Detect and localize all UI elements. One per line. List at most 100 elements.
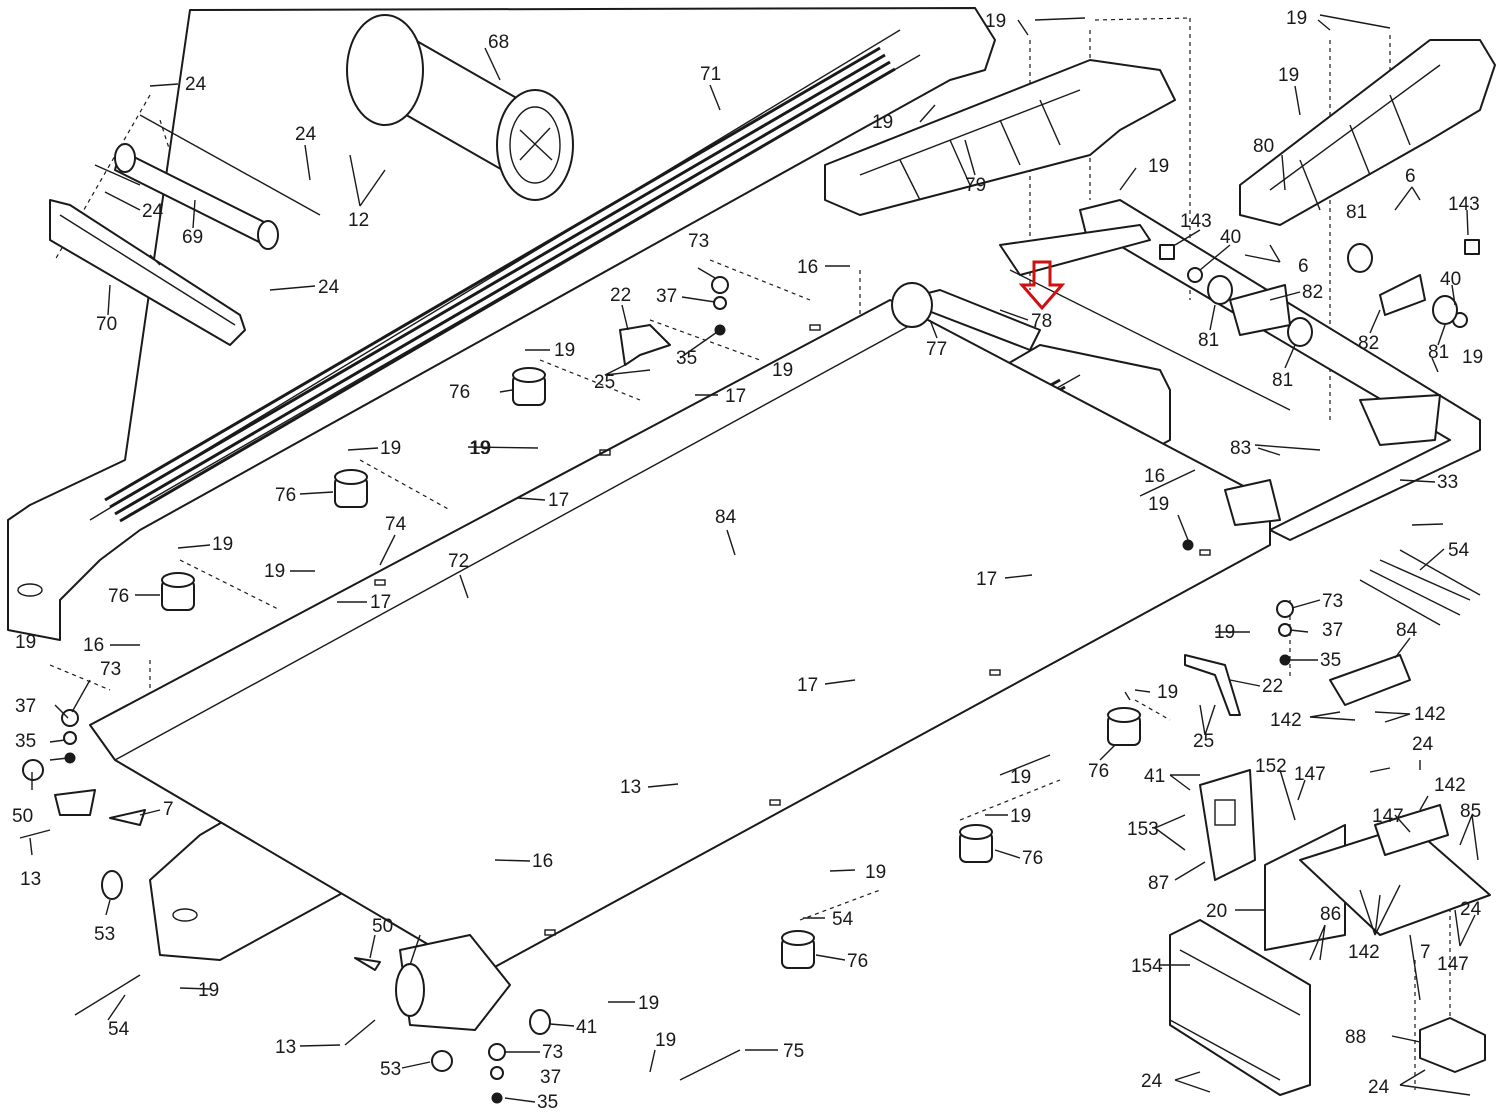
callout-142: 142 (1414, 704, 1446, 725)
callout-19: 19 (1010, 806, 1031, 827)
callout-50: 53 (380, 1059, 401, 1080)
callout-72: 84 (715, 507, 737, 528)
callout-19: 19 (470, 438, 491, 459)
callout-6: 6 (1405, 166, 1416, 187)
callout-16: 16 (797, 257, 818, 278)
callout-76: 76 (275, 485, 296, 506)
callout-16: 16 (83, 635, 104, 656)
callout-19: 54 (832, 909, 854, 930)
callout-142: 7 (1420, 942, 1431, 963)
isolator-76-b (334, 469, 368, 508)
callout-77: 77 (926, 339, 947, 360)
electronics-bracket-87 (1264, 824, 1491, 1001)
callout-76: 76 (449, 382, 470, 403)
callout-16: 16 (1144, 466, 1165, 487)
isolator-76-a (512, 367, 546, 406)
callout-71: 71 (700, 64, 721, 85)
isolator-76-d (1107, 707, 1141, 746)
callout-24: 24 (1412, 734, 1434, 755)
callout-84: 84 (1396, 620, 1418, 641)
callout-19: 19 (865, 862, 886, 883)
callout-19-d: 19 (469, 438, 490, 459)
callout-83: 33 (1437, 472, 1458, 493)
hardware (19, 239, 1480, 1104)
motor-hood-bracket-80 (1239, 39, 1496, 226)
callout-73: 73 (688, 231, 709, 252)
callout-35: 35 (15, 731, 36, 752)
callout-24-b: 24 (1368, 1077, 1390, 1098)
callout-82: 82 (1302, 282, 1323, 303)
callout-17: 17 (725, 386, 746, 407)
drive-belt-78 (891, 282, 1041, 351)
callout-24: 24 (185, 74, 207, 95)
callout-20: 86 (1320, 904, 1341, 925)
callout-13: 13 (275, 1037, 296, 1058)
callout-143: 143 (1180, 211, 1212, 232)
callout-19: 19 (1010, 767, 1031, 788)
filter-box-154 (1419, 1017, 1486, 1073)
callout-19: 19 (1157, 682, 1178, 703)
callout-54: 54 (1448, 540, 1470, 561)
callout-37: 37 (15, 696, 36, 717)
callout-19: 19 (872, 112, 893, 133)
callout-16: 16 (532, 851, 553, 872)
extra-callouts: 19 19 19 19 24 24 (198, 438, 1390, 1098)
callout-22: 22 (610, 285, 631, 306)
motor-controller-86 (1169, 919, 1311, 1096)
callout-147: 147 (1372, 806, 1404, 827)
callout-37: 37 (656, 286, 677, 307)
callout-73: 73 (1322, 591, 1343, 612)
controller-board-85 (1199, 769, 1256, 881)
callout-24-a: 24 (1141, 1071, 1163, 1092)
callout-19-a: 19 (198, 980, 219, 1001)
callout-19-b: 19 (638, 993, 659, 1014)
callout-13: 13 (20, 869, 41, 890)
isolator-76-c (161, 572, 195, 611)
callout-7: 7 (163, 799, 174, 820)
callout-7: 50 (372, 916, 393, 937)
callout-17: 17 (976, 569, 997, 590)
callout-12: 12 (348, 210, 369, 231)
callout-19: 19 (15, 632, 36, 653)
board-84 (1329, 654, 1449, 856)
callout-153: 152 (1255, 756, 1287, 777)
callout-76: 76 (847, 951, 868, 972)
callout-24: 85 (1460, 801, 1481, 822)
callout-17: 17 (548, 490, 569, 511)
callout-73: 73 (100, 659, 121, 680)
callout-75: 74 (385, 514, 407, 535)
motor-hood-bracket-79 (824, 59, 1176, 216)
callout-81: 81 (1428, 342, 1449, 363)
callout-76: 76 (1022, 848, 1043, 869)
roller-guard-70 (49, 199, 246, 346)
bracket-22-a (619, 324, 671, 366)
callout-19: 19 (772, 360, 793, 381)
callout-76: 76 (108, 586, 129, 607)
callout-142: 142 (1348, 942, 1380, 963)
callout-69: 69 (182, 227, 203, 248)
callout-19: 19 (264, 561, 285, 582)
callout-22: 22 (1262, 676, 1283, 697)
callout-41: 41 (1144, 766, 1165, 787)
callout-19: 19 (554, 340, 575, 361)
callout-33: 19 (1148, 494, 1169, 515)
callout-19: 19 (1214, 622, 1235, 643)
highlight-arrow (1018, 260, 1066, 311)
callout-37: 37 (540, 1067, 561, 1088)
isolator-76-e (959, 824, 993, 863)
callout-19-c: 19 (655, 1030, 676, 1051)
callout-19: 19 (1278, 65, 1299, 86)
callout-154: 88 (1345, 1027, 1366, 1048)
bracket-22-b (1184, 654, 1241, 716)
callout-40: 40 (1440, 269, 1461, 290)
callout-87: 20 (1206, 901, 1227, 922)
callout-24: 24 (142, 201, 164, 222)
callout-50: 50 (12, 806, 33, 827)
callout-68: 68 (488, 32, 509, 53)
callout-40: 40 (1220, 227, 1241, 248)
wire-tie-54-a (1359, 549, 1481, 626)
isolators-76 (161, 367, 1141, 969)
left-side-rail-71 (7, 7, 996, 641)
callout-labels: 68 71 24 24 24 24 12 69 70 19 19 19 19 1… (12, 8, 1483, 1113)
front-roller-88 (395, 934, 511, 1031)
